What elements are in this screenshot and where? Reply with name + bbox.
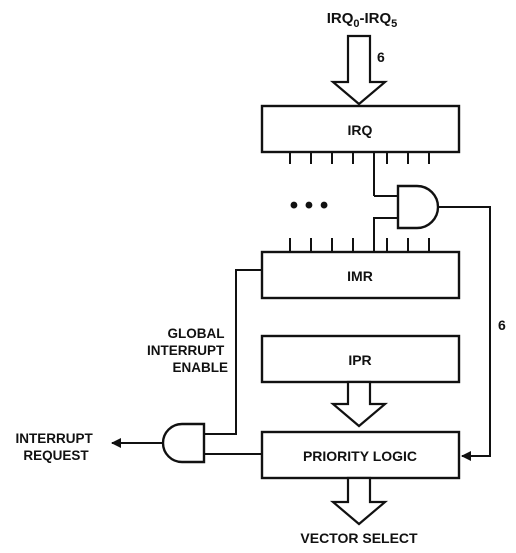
feedback-bus bbox=[438, 206, 491, 461]
global-enable-label: GLOBAL INTERRUPT ENABLE bbox=[147, 326, 228, 375]
bus-width-top: 6 bbox=[377, 49, 385, 65]
input-bus-arrow bbox=[329, 34, 389, 106]
interrupt-request-label: INTERRUPT REQUEST bbox=[15, 431, 96, 463]
bus-width-feedback: 6 bbox=[498, 317, 506, 333]
ellipsis: • • • bbox=[290, 192, 329, 219]
interrupt-and-gate bbox=[161, 422, 206, 464]
irq-register bbox=[260, 104, 461, 154]
ipr-register-label: IPR bbox=[348, 352, 371, 368]
mask-and-gate bbox=[396, 184, 440, 230]
irq-bit-lines bbox=[289, 152, 430, 196]
vector-select-arrow bbox=[329, 476, 389, 526]
irq-register-label: IRQ bbox=[348, 122, 373, 138]
input-label: IRQ0-IRQ5 bbox=[327, 10, 398, 30]
imr-bit-lines bbox=[289, 238, 430, 252]
imr-register bbox=[260, 250, 461, 300]
priority-logic-label: PRIORITY LOGIC bbox=[303, 448, 417, 464]
priority-logic-block bbox=[260, 430, 461, 480]
ipr-to-priority-arrow bbox=[329, 380, 389, 428]
vector-select-label: VECTOR SELECT bbox=[300, 530, 418, 546]
global-enable-line bbox=[204, 269, 262, 435]
imr-register-label: IMR bbox=[347, 268, 373, 284]
